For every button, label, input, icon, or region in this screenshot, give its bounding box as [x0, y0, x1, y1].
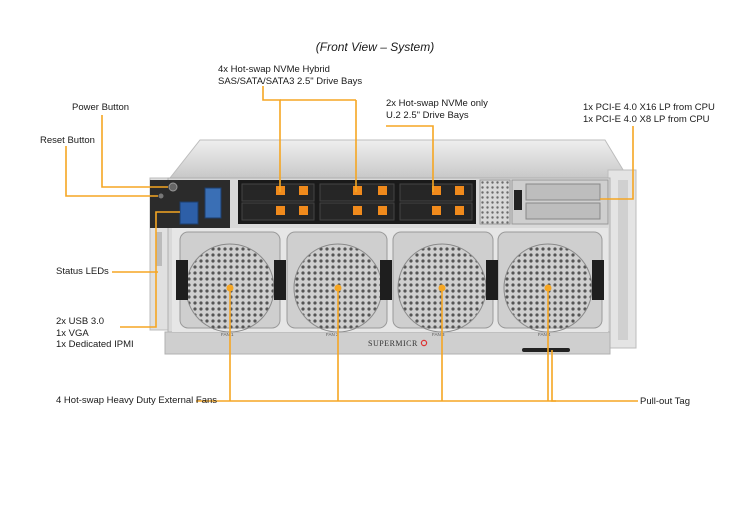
- callout-text: 1x Dedicated IPMI: [56, 339, 134, 350]
- callout-io: 2x USB 3.0 1x VGA 1x Dedicated IPMI: [56, 316, 134, 351]
- reset-button-shape: [158, 193, 164, 199]
- status-leds: [156, 232, 162, 266]
- vent-panel: [479, 179, 511, 225]
- callout-text: 4x Hot-swap NVMe Hybrid: [218, 64, 330, 75]
- callout-text: 2x USB 3.0: [56, 316, 105, 327]
- callout-fans: 4 Hot-swap Heavy Duty External Fans: [56, 395, 218, 406]
- callout-pcie: 1x PCI-E 4.0 X16 LP from CPU 1x PCI-E 4.…: [583, 102, 715, 125]
- callout-nvme-u2: 2x Hot-swap NVMe only U.2 2.5" Drive Bay…: [386, 98, 488, 121]
- callout-reset-button: Reset Button: [40, 135, 95, 146]
- callout-text: 1x PCI-E 4.0 X8 LP from CPU: [583, 113, 710, 125]
- callout-nvme-hybrid: 4x Hot-swap NVMe Hybrid SAS/SATA/SATA3 2…: [218, 64, 362, 87]
- fan-label-4: FAN 4: [538, 332, 551, 337]
- callout-text: SAS/SATA/SATA3 2.5" Drive Bays: [218, 75, 363, 87]
- vga-port: [204, 187, 222, 219]
- chassis-top: [168, 139, 629, 179]
- fan-3: [380, 231, 494, 333]
- fan-2: [274, 231, 388, 333]
- brand-logo: SUPERMICR: [368, 339, 418, 348]
- fan-label-3: FAN 3: [432, 332, 445, 337]
- callout-power-button: Power Button: [72, 102, 130, 113]
- callout-text: 1x VGA: [56, 327, 89, 339]
- callout-text: U.2 2.5" Drive Bays: [386, 109, 469, 121]
- callout-status-leds: Status LEDs: [56, 266, 109, 277]
- callout-pullout-tag: Pull-out Tag: [640, 396, 690, 407]
- fan-label-1: FAN 1: [221, 332, 234, 337]
- brand-logo-o: [420, 339, 428, 347]
- figure-title: (Front View – System): [315, 40, 435, 54]
- callout-lines: [65, 86, 638, 402]
- usb-ports: [179, 201, 199, 225]
- fan-label-2: FAN 2: [326, 332, 339, 337]
- callout-text: 1x PCI-E 4.0 X16 LP from CPU: [583, 102, 715, 113]
- power-button-shape: [168, 182, 178, 192]
- pull-out-tag: [522, 348, 570, 352]
- fan-4: [486, 231, 604, 333]
- callout-text: 2x Hot-swap NVMe only: [386, 98, 488, 109]
- fan-1: [176, 231, 281, 333]
